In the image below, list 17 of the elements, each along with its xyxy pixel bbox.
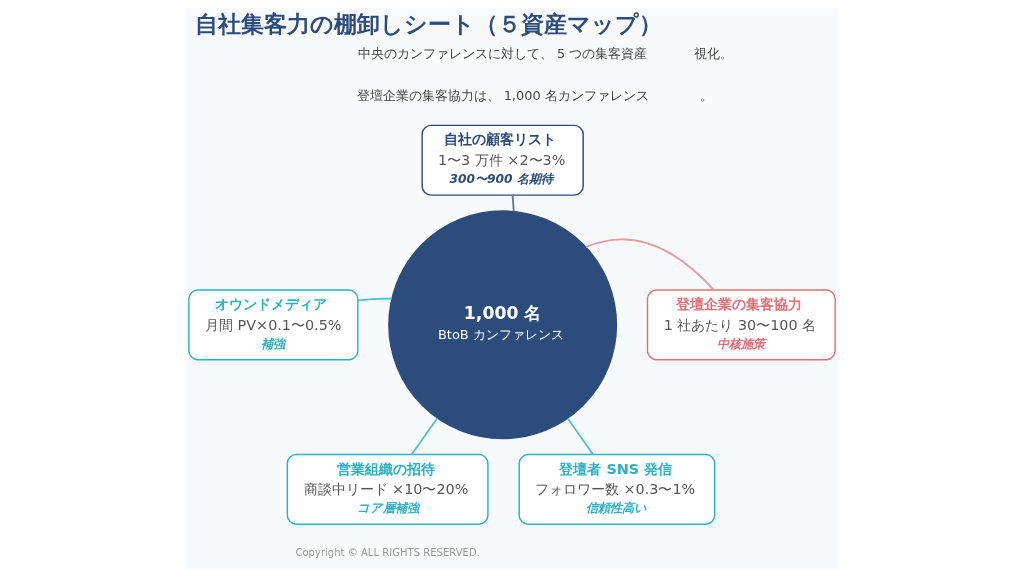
node-box: オウンドメディア 月間 PV×0.1〜0.5% 補強 xyxy=(188,289,359,361)
node-box: 登壇企業の集客協力 1 社あたり 30〜100 名 中核施策 xyxy=(646,289,836,361)
diagram-title: 自社集客力の棚卸しシート（５資産マップ） xyxy=(194,10,662,37)
connector xyxy=(585,238,715,291)
connector xyxy=(410,417,439,456)
label: 。 xyxy=(700,87,714,103)
node-box: 営業組織の招待 商談中リード ×10〜20% コア層補強 xyxy=(286,453,489,525)
label: 視化。 xyxy=(693,46,733,62)
label: Copyright © ALL RIGHTS RESERVED. xyxy=(295,546,480,558)
label: 登壇企業の集客協力は、 1,000 名カンファレンス xyxy=(356,87,649,103)
node-box: 自社の顧客リスト 1〜3 万件 ×2〜3% 300〜900 名期待 xyxy=(421,124,584,196)
label: 中央のカンファレンスに対して、 5 つの集客資産 xyxy=(357,46,648,62)
connector xyxy=(511,194,515,213)
node-circle: 1,000 名 BtoB カンファレンス xyxy=(388,210,618,440)
connector xyxy=(566,417,594,456)
node-box: 登壇者 SNS 発信 フォロワー数 ×0.3〜1% 信頼性高い xyxy=(518,453,716,525)
connector xyxy=(357,297,393,302)
